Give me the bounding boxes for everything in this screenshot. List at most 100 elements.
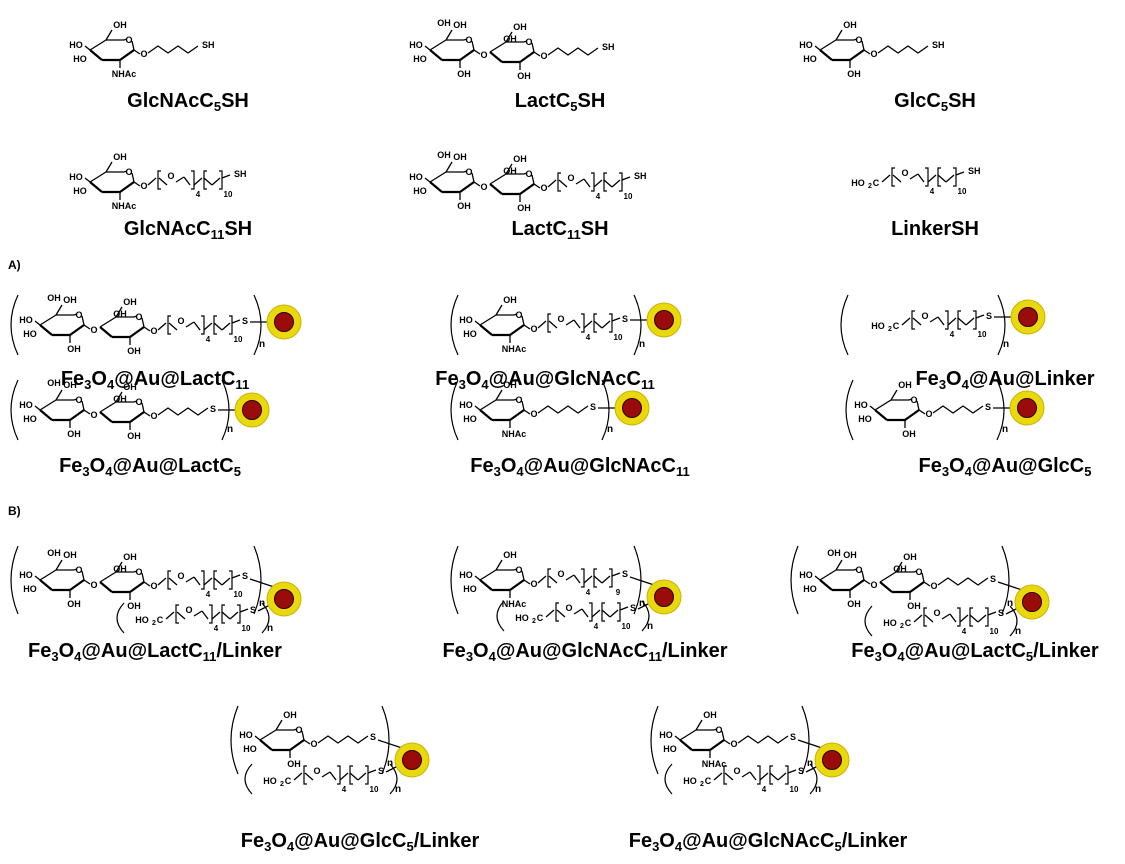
bond-line xyxy=(679,729,697,741)
bond-line xyxy=(495,559,503,571)
atom-label: OH xyxy=(47,378,61,388)
bond-line xyxy=(927,174,937,183)
atom-label: O xyxy=(855,565,862,575)
bracket xyxy=(337,765,341,785)
atom-label: O xyxy=(75,395,82,405)
molecule-label-2: GlcC5SH xyxy=(894,90,976,114)
bracket xyxy=(191,170,195,190)
bond-line xyxy=(787,769,797,774)
bracket xyxy=(10,294,19,356)
atom-label: O xyxy=(295,725,302,735)
atom-label: O xyxy=(557,314,564,324)
bond-line xyxy=(695,719,703,731)
atom-label: O xyxy=(185,605,192,615)
atom-label: OH xyxy=(503,380,517,390)
atom-label: n xyxy=(639,598,645,609)
bond-line xyxy=(489,41,507,53)
atom-label: OH xyxy=(127,346,141,356)
atom-label: O xyxy=(733,766,740,776)
atom-label: HO xyxy=(799,570,813,580)
atom-label: 2 xyxy=(152,620,156,627)
bond-line xyxy=(533,51,541,57)
bracket xyxy=(450,379,459,441)
atom-label: 4 xyxy=(962,627,967,636)
atom-label: OH xyxy=(113,309,127,319)
bond-line xyxy=(548,320,558,329)
bond-line xyxy=(593,179,603,188)
bond-line xyxy=(69,579,85,591)
bond-line xyxy=(621,176,631,181)
atom-label: 2 xyxy=(900,623,904,630)
bracket xyxy=(617,602,621,622)
atom-label: n xyxy=(1015,626,1021,637)
bond-line xyxy=(521,400,525,411)
bond-line xyxy=(965,317,975,326)
bond-line xyxy=(531,42,535,53)
bond-line xyxy=(916,400,920,411)
atom-label: n xyxy=(647,621,653,632)
bracket xyxy=(809,763,818,795)
bond-line xyxy=(429,39,447,51)
bond-line xyxy=(861,570,865,581)
atom-label: HO xyxy=(263,776,277,786)
bond-line xyxy=(99,401,117,413)
atom-label: NHAc xyxy=(112,201,137,211)
bond-line xyxy=(505,31,513,43)
bond-line xyxy=(123,38,128,41)
bond-line xyxy=(523,172,528,175)
molecule-label-5: LinkerSH xyxy=(891,218,979,240)
atom-label: OH xyxy=(453,20,467,30)
s-label: S xyxy=(986,311,992,321)
bracket xyxy=(209,604,213,624)
peg-chain xyxy=(881,174,891,183)
atom-label: O xyxy=(921,311,928,321)
thiol-label: SH xyxy=(202,40,215,50)
atom-label: 10 xyxy=(990,627,999,636)
bracket xyxy=(381,705,390,775)
atom-label: OH xyxy=(127,431,141,441)
molecule-label-4: LactC11SH xyxy=(511,218,609,242)
peg-chain xyxy=(913,614,923,623)
bond-line xyxy=(523,579,531,585)
bond-line xyxy=(221,174,231,179)
atom-label: O xyxy=(150,326,157,336)
bond-line xyxy=(721,730,725,741)
bracket xyxy=(244,763,253,795)
atom-label: OH xyxy=(123,382,137,392)
bond-line xyxy=(521,570,525,581)
bracket xyxy=(601,602,605,622)
atom-label: O xyxy=(540,51,547,61)
bond-line xyxy=(141,402,145,413)
atom-label: O xyxy=(715,725,722,735)
bond-line xyxy=(254,735,261,741)
molecule-label-1: LactC5SH xyxy=(514,90,606,114)
bond-line xyxy=(814,45,821,51)
bond-line xyxy=(495,304,503,316)
atom-label: OH xyxy=(67,599,81,609)
thiol-label: SH xyxy=(932,40,945,50)
bond-line xyxy=(304,772,314,781)
peg-chain xyxy=(537,320,547,329)
alkyl-chain xyxy=(147,45,199,54)
bond-line xyxy=(959,614,969,623)
atom-label: O xyxy=(125,167,132,177)
atom-label: 10 xyxy=(370,785,379,794)
atom-label: O xyxy=(915,567,922,577)
np-b-label-0: Fe3O4@Au@LactC11/Linker xyxy=(28,640,282,664)
bond-line xyxy=(913,570,918,573)
atom-label: HO xyxy=(803,54,817,64)
bracket xyxy=(157,170,161,190)
bond-line xyxy=(203,322,213,331)
bond-line xyxy=(55,304,63,316)
atom-label: OH xyxy=(703,710,717,720)
np-b-label-4: Fe3O4@Au@GlcNAcC5/Linker xyxy=(628,830,908,854)
s-label: S xyxy=(378,766,384,776)
atom-label: 4 xyxy=(214,624,219,633)
bond-line xyxy=(591,609,601,618)
bond-line xyxy=(479,314,497,326)
bond-line xyxy=(513,568,518,571)
